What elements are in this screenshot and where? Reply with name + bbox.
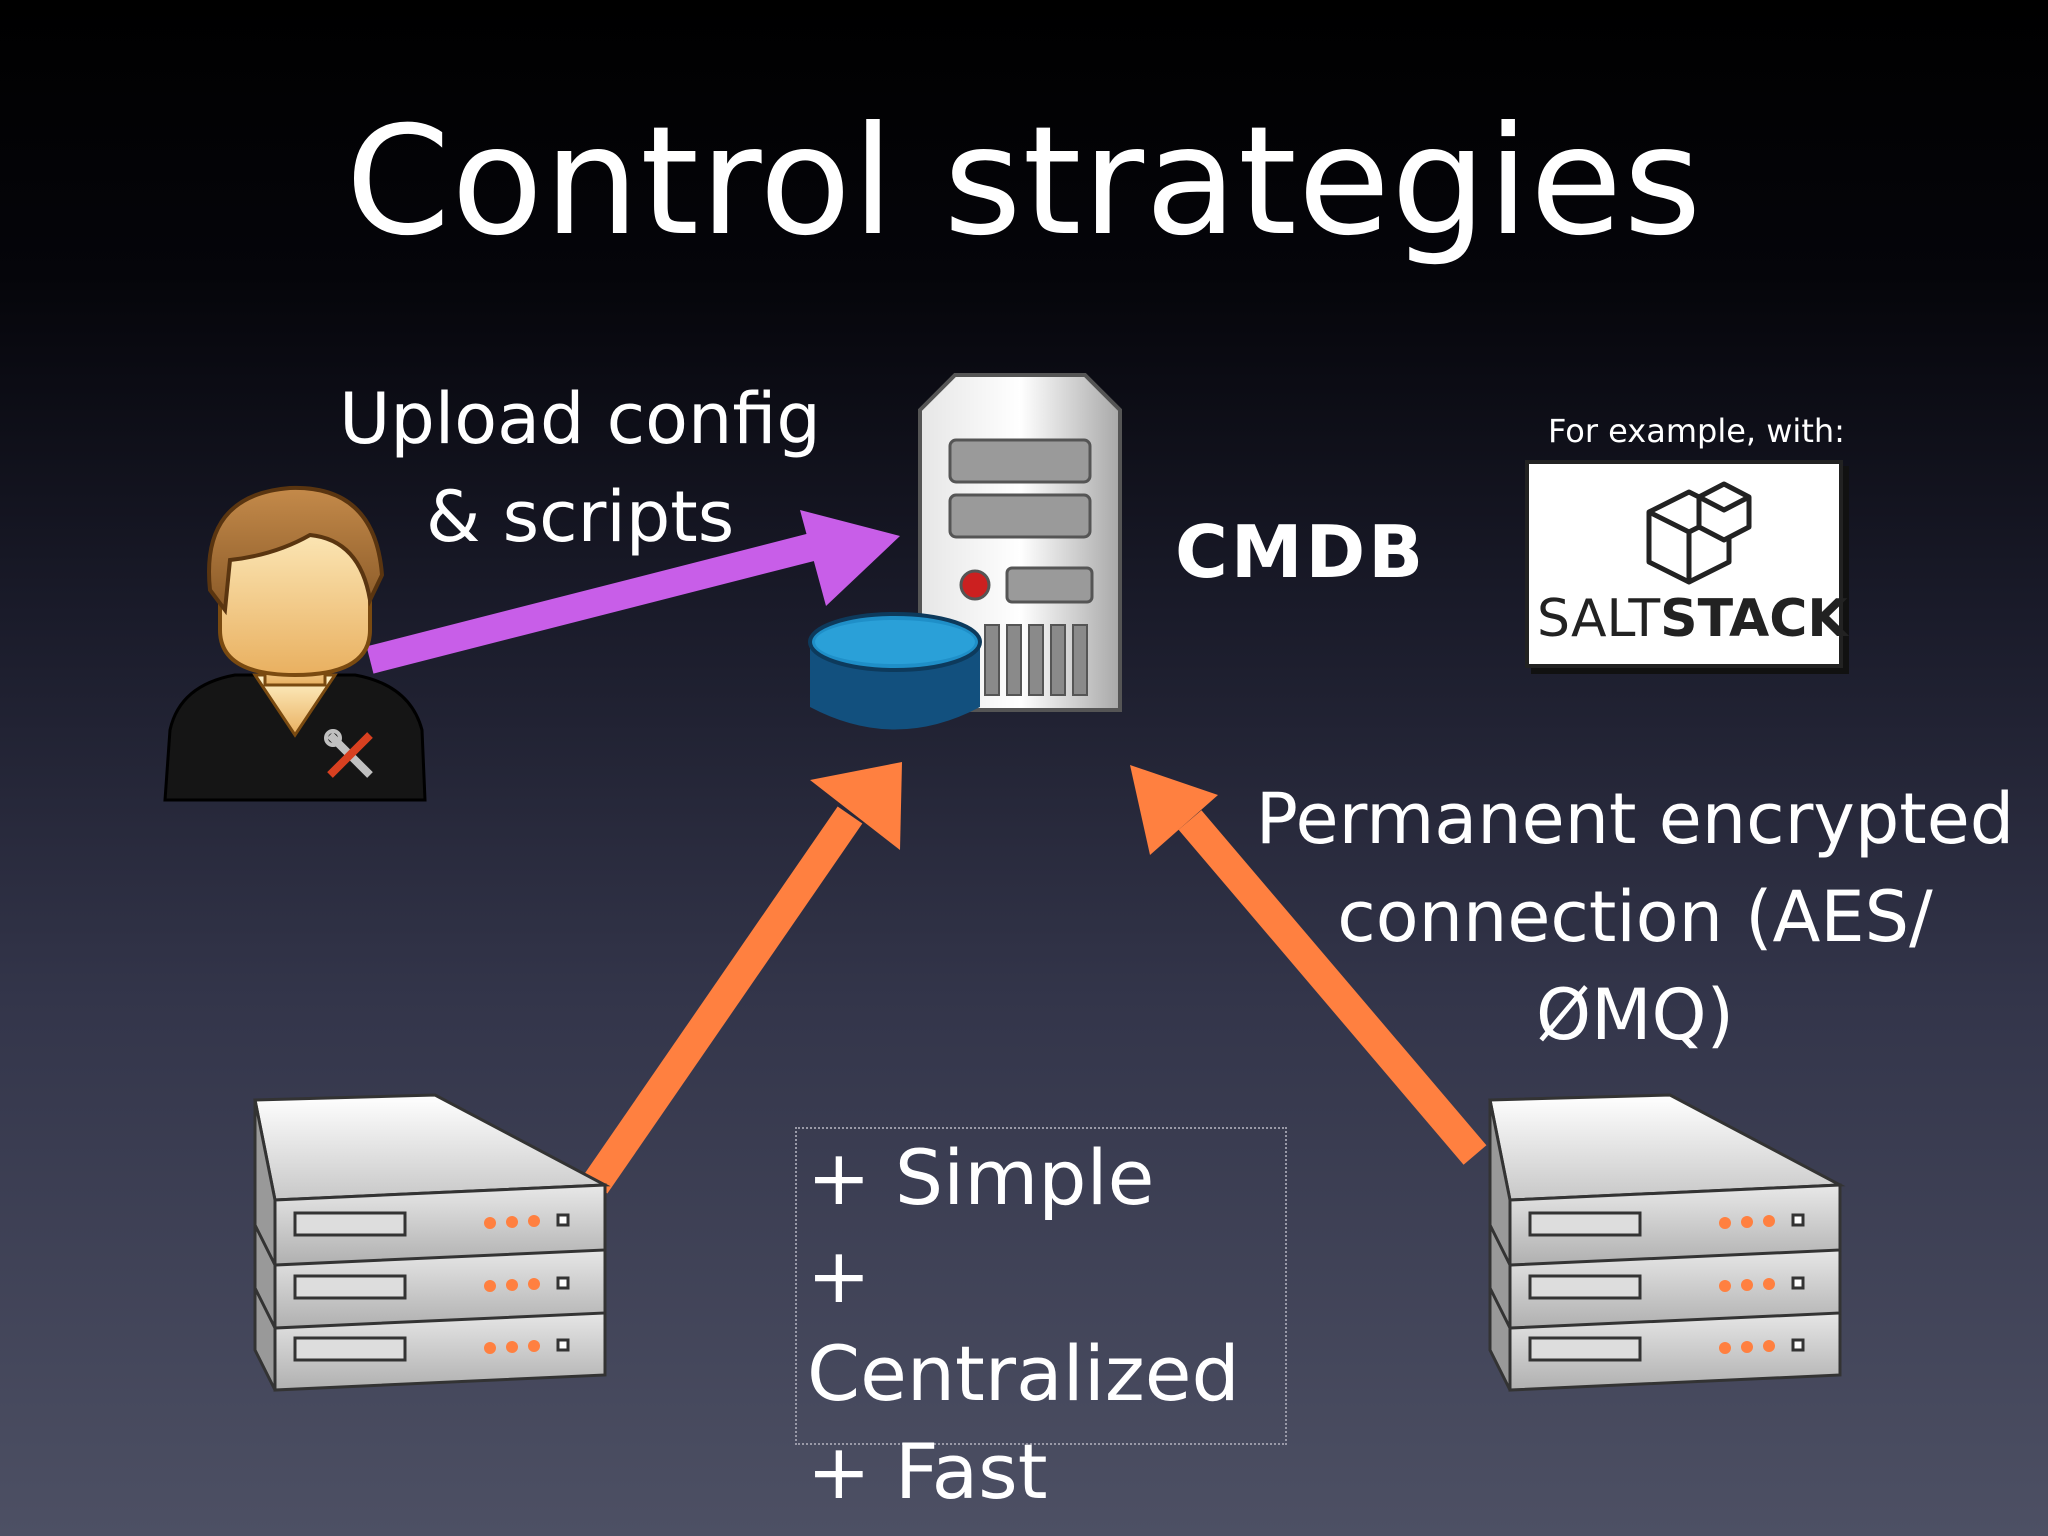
rack-unit — [253, 1222, 607, 1330]
upload-label-line2: & scripts — [425, 476, 735, 558]
saltstack-wordmark-light: SALT — [1537, 589, 1661, 649]
upload-arrow — [366, 510, 900, 674]
connection-label-line2: connection (AES/ — [1337, 876, 1933, 958]
rack-unit — [1488, 1222, 1842, 1330]
connection-label-line3: ØMQ) — [1536, 974, 1734, 1056]
upload-label-line1: Upload config — [339, 378, 821, 460]
database-icon — [808, 612, 982, 730]
connection-arrow-right — [1130, 765, 1487, 1165]
saltstack-logo: SALTSTACK — [1525, 460, 1848, 668]
cmdb-label: CMDB — [1175, 510, 1427, 594]
rack-server-icon-left — [253, 1093, 611, 1392]
saltstack-wordmark-bold: STACK — [1660, 589, 1848, 649]
rack-server-icon-right — [1488, 1093, 1846, 1392]
connection-arrow-left — [582, 762, 902, 1194]
pro-item-centralized: + Centralized — [807, 1231, 1240, 1418]
rack-unit — [1488, 1093, 1846, 1267]
connection-label-line1: Permanent encrypted — [1255, 778, 2015, 860]
example-label: For example, with: — [1548, 412, 1845, 450]
connection-label: Permanent encrypted connection (AES/ ØMQ… — [1250, 770, 2020, 1064]
saltstack-cube-icon — [1646, 481, 1752, 585]
slide-title: Control strategies — [345, 95, 1703, 269]
saltstack-wordmark: SALTSTACK — [1537, 589, 1848, 649]
upload-label: Upload config & scripts — [320, 370, 840, 566]
pros-box: + Simple + Centralized + Fast — [795, 1127, 1287, 1516]
rack-unit — [253, 1284, 607, 1392]
admin-user-icon — [163, 485, 427, 802]
server-tower-icon — [918, 373, 1122, 712]
rack-unit — [253, 1093, 611, 1267]
pro-item-simple: + Simple — [807, 1133, 1155, 1222]
pro-item-fast: + Fast — [807, 1427, 1048, 1516]
